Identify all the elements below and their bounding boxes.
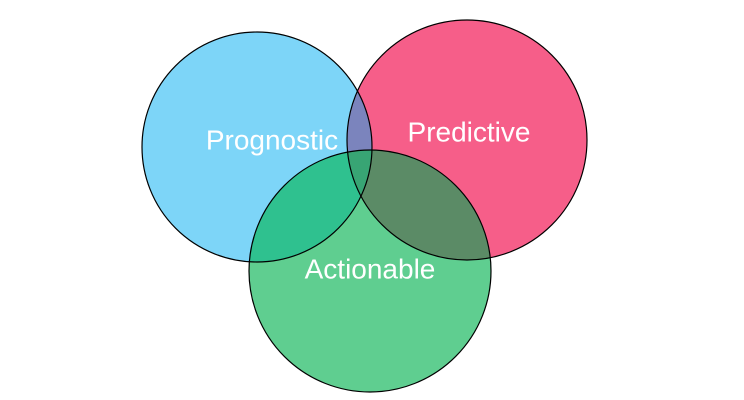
- prognostic-label: Prognostic: [206, 124, 338, 155]
- overlap-prognostic-actionable: [249, 150, 372, 262]
- predictive-label: Predictive: [408, 116, 531, 147]
- prognostic-outline: [141, 31, 373, 263]
- actionable-label: Actionable: [305, 253, 436, 284]
- actionable-outline: [248, 149, 492, 393]
- overlap-predictive-actionable: [347, 150, 491, 260]
- predictive-outline: [346, 19, 588, 261]
